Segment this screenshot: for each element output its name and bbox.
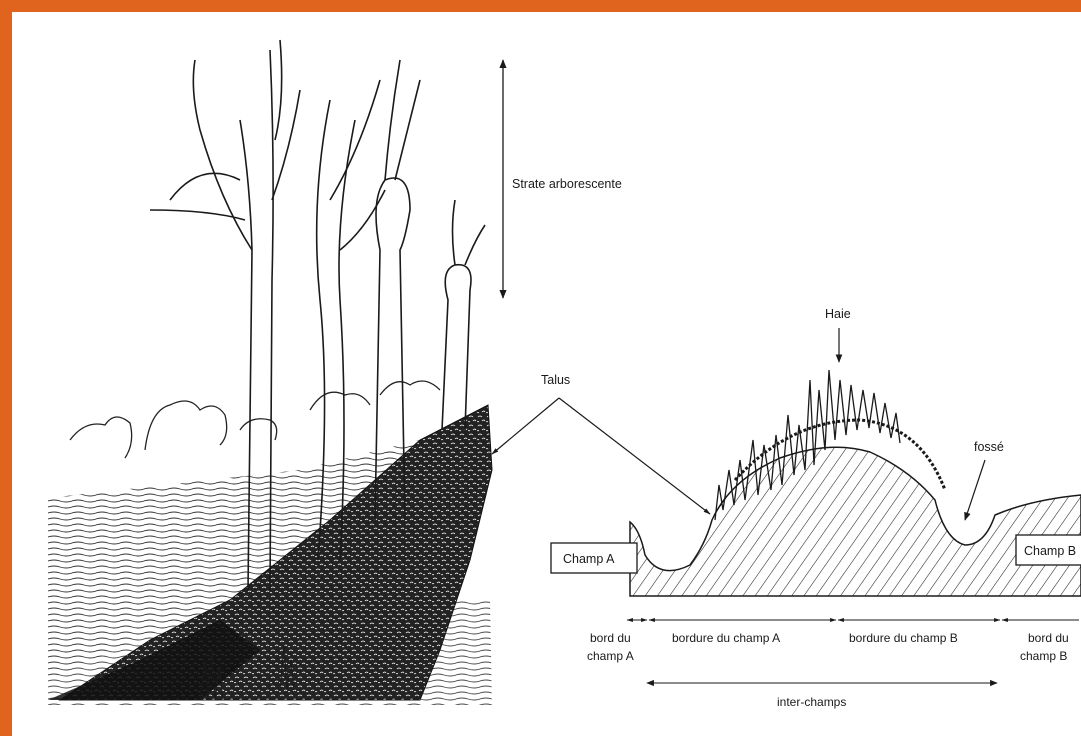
illustration-frame: Strate arborescente Talus Champ A Champ …	[12, 12, 1081, 736]
haie-label: Haie	[825, 307, 851, 321]
cross-section: Champ A Champ B Haie fossé bord du champ…	[551, 307, 1081, 709]
talus-pointer-right	[559, 398, 710, 514]
bord-champ-a-line1: bord du	[590, 631, 631, 645]
talus-section	[630, 447, 1081, 596]
champ-b-label: Champ B	[1024, 544, 1076, 558]
champ-a-label: Champ A	[563, 552, 615, 566]
bord-champ-a-line2: champ A	[587, 649, 634, 663]
distant-treeline	[70, 381, 440, 458]
bordure-champ-b-label: bordure du champ B	[849, 631, 958, 645]
hedge-diagram: Strate arborescente Talus Champ A Champ …	[12, 12, 1081, 736]
perspective-sketch: Strate arborescente	[48, 40, 622, 705]
bord-champ-b-line1: bord du	[1028, 631, 1069, 645]
inter-champs-label: inter-champs	[777, 695, 846, 709]
fosse-label: fossé	[974, 440, 1004, 454]
fosse-arrow	[965, 460, 985, 520]
strate-label: Strate arborescente	[512, 177, 622, 191]
dimension-row	[627, 620, 1079, 683]
talus-label: Talus	[541, 373, 570, 387]
talus-callout: Talus	[492, 373, 710, 514]
bordure-champ-a-label: bordure du champ A	[672, 631, 780, 645]
talus-pointer-left	[492, 398, 559, 454]
bord-champ-b-line2: champ B	[1020, 649, 1067, 663]
